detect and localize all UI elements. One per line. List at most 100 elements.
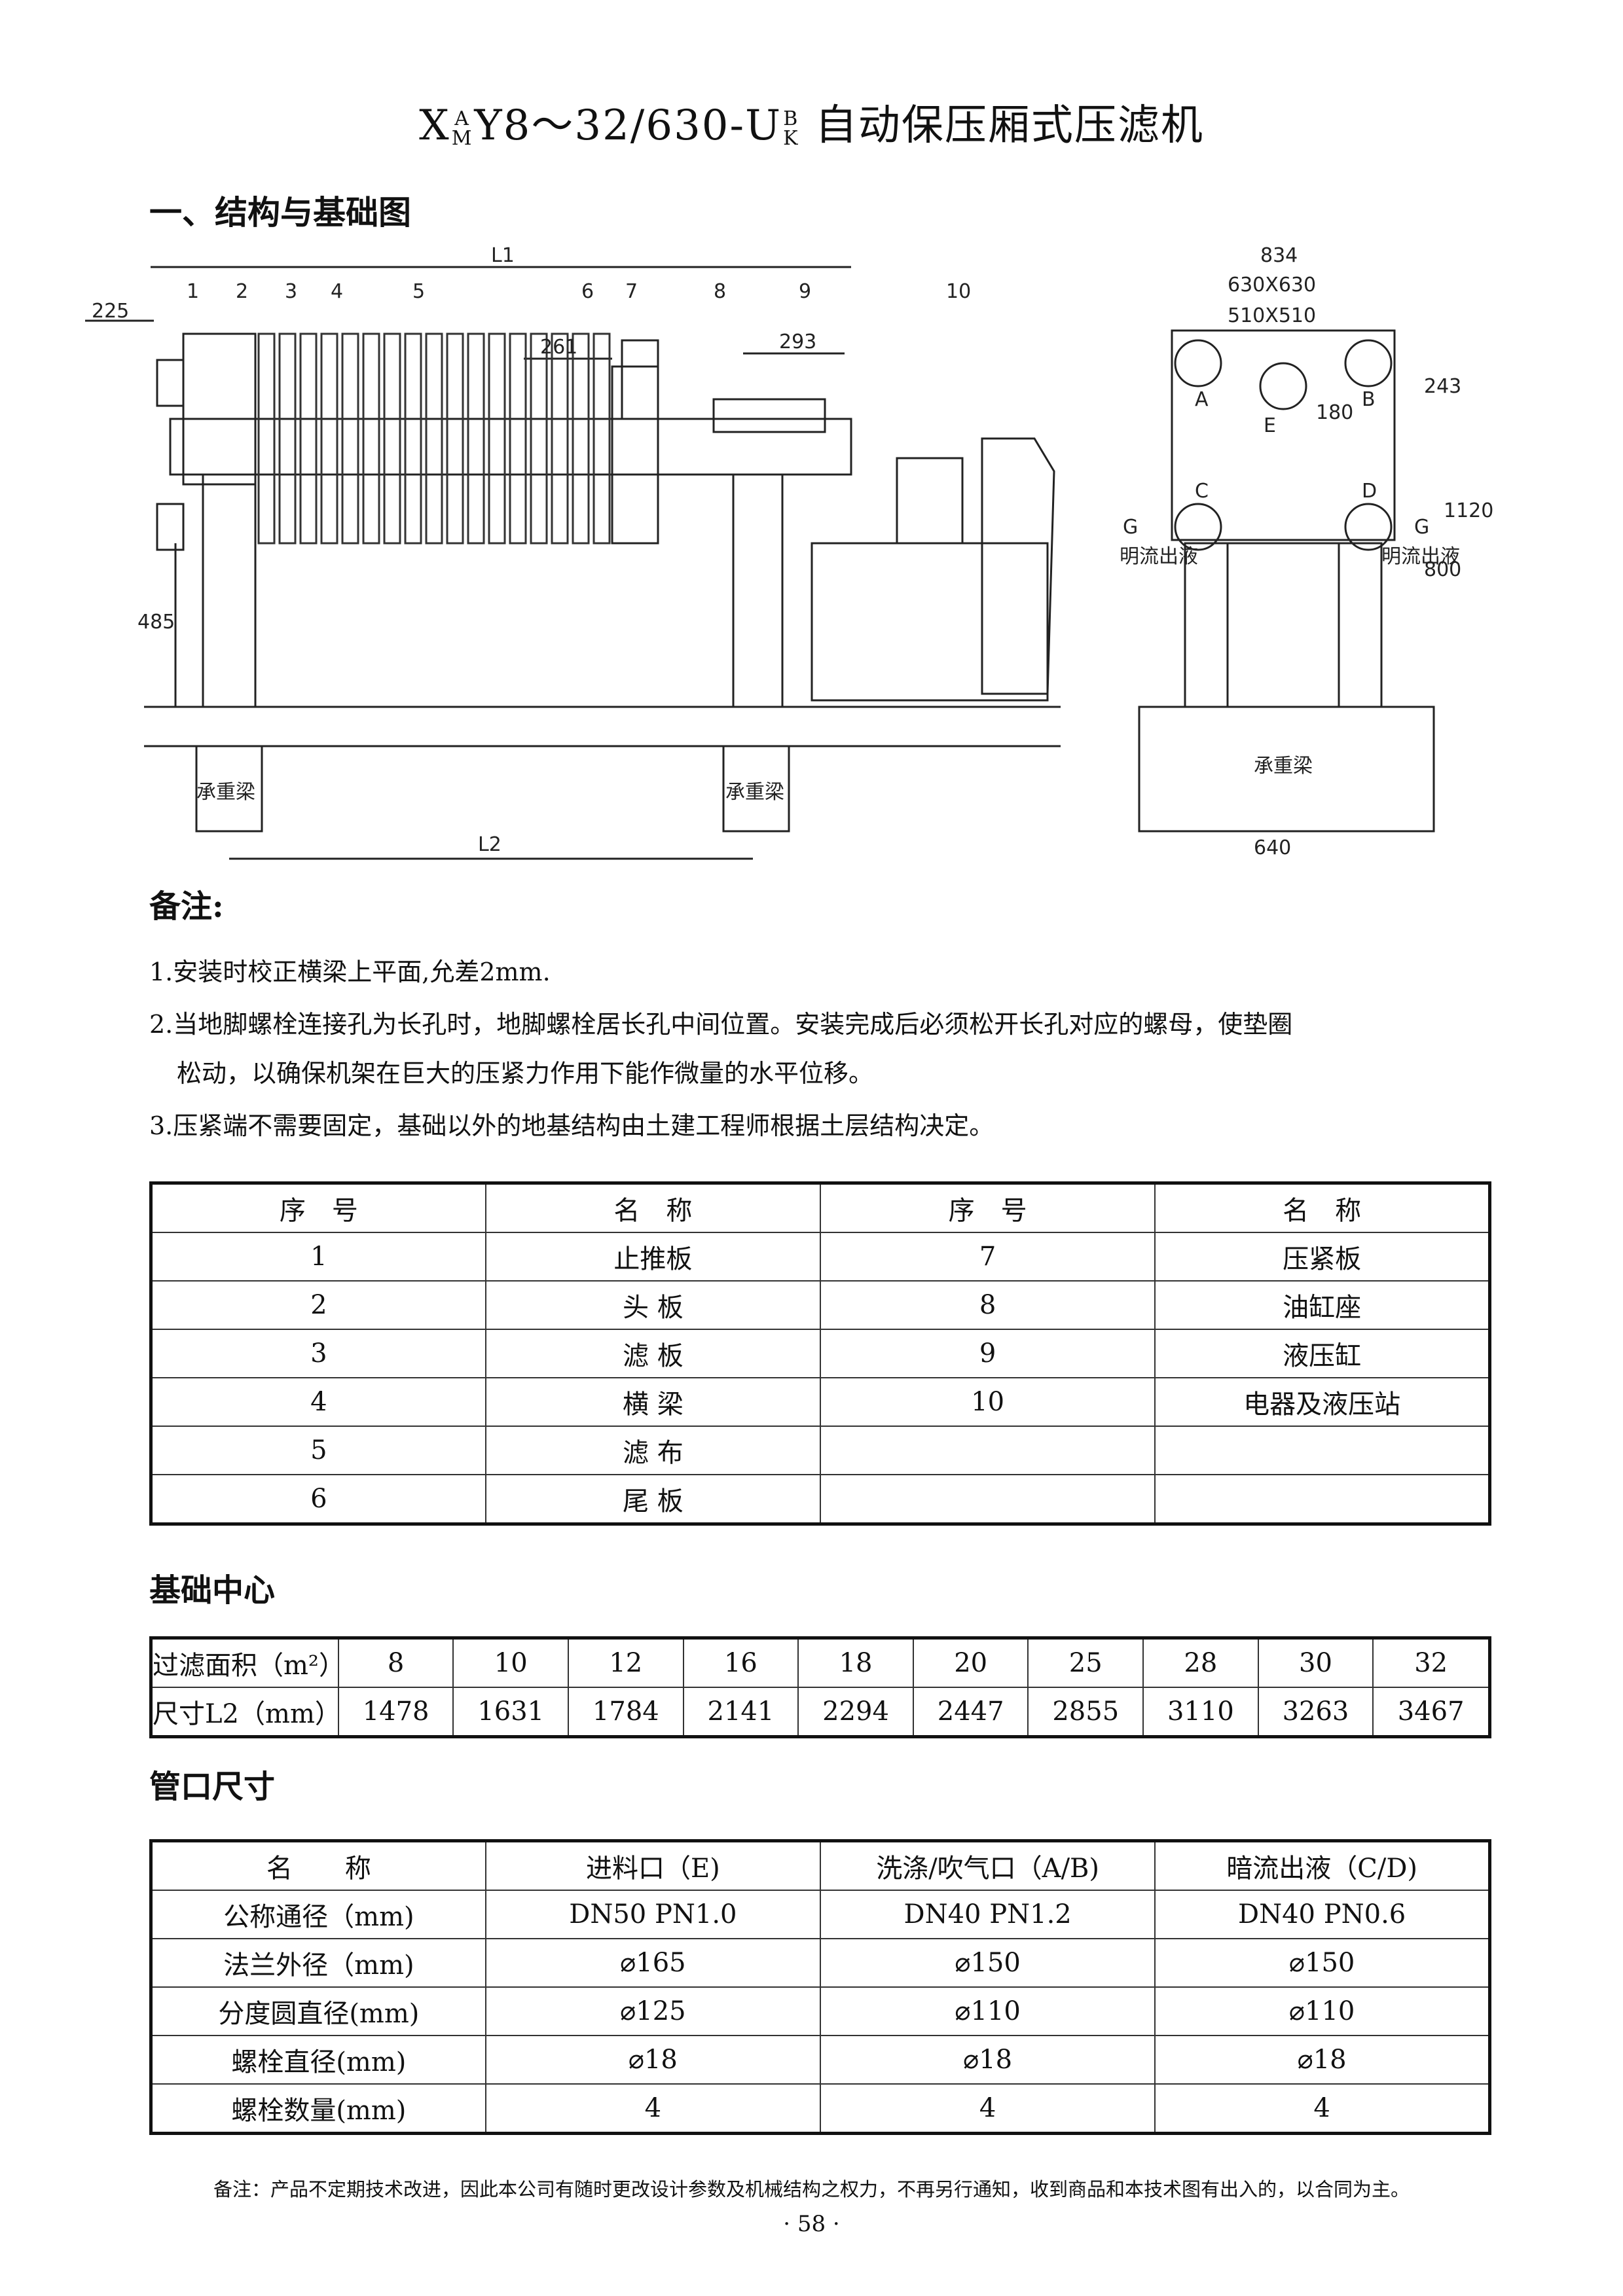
- filter-plate: [530, 332, 548, 545]
- table-cell: 横 梁: [484, 1377, 822, 1427]
- dim-label-243: 243: [1424, 375, 1461, 398]
- table-cell: DN40 PN0.6: [1154, 1890, 1491, 1939]
- drain-label-right: 明流出液: [1381, 545, 1460, 568]
- dim-label-485: 485: [137, 611, 175, 634]
- table-cell: 4: [819, 2083, 1156, 2134]
- title-stack-1-bottom: M: [451, 126, 473, 150]
- header-cell: 洗涤/吹气口（A/B): [819, 1840, 1156, 1891]
- notes-heading: 备注:: [149, 888, 224, 925]
- beam-label-right: 承重梁: [725, 781, 784, 804]
- filter-plate: [341, 332, 359, 545]
- table-cell: 压紧板: [1154, 1232, 1491, 1282]
- title-stack-2-top: B: [783, 107, 799, 130]
- port-label-b: B: [1362, 388, 1376, 411]
- dim-label-225: 225: [92, 300, 129, 323]
- dim-label-l2: L2: [478, 833, 501, 856]
- port-d-flange: [1344, 503, 1393, 551]
- table-row: 过滤面积（m²） 8 10 12 16 18 20 25 28 30 32: [150, 1637, 1491, 1688]
- footnote: 备注：产品不定期技术改进，因此本公司有随时更改设计参数及机械结构之权力，不再另行…: [213, 2178, 1410, 2200]
- filter-plate: [320, 332, 338, 545]
- table-row: 6 尾 板: [150, 1474, 1491, 1525]
- g-label-left: G: [1123, 516, 1138, 539]
- beam-label-left: 承重梁: [196, 781, 255, 804]
- table-cell: 法兰外径（mm): [150, 1938, 486, 1988]
- table-cell: 电器及液压站: [1154, 1377, 1491, 1427]
- table-row: 尺寸L2（mm） 1478 1631 1784 2141 2294 2447 2…: [150, 1687, 1491, 1738]
- table-row: 分度圆直径(mm) ⌀125 ⌀110 ⌀110: [150, 1986, 1491, 2036]
- table-cell: 3: [150, 1329, 486, 1378]
- parts-table: 序 号 名 称 序 号 名 称 1 止推板 7 压紧板 2 头 板 8 油缸座 …: [149, 1181, 1491, 1526]
- l2-cell: 1478: [337, 1687, 454, 1738]
- table-row: 4 横 梁 10 电器及液压站: [150, 1377, 1491, 1427]
- area-cell: 30: [1257, 1637, 1374, 1688]
- l2-cell: 1631: [452, 1687, 570, 1738]
- filter-plate: [572, 332, 590, 545]
- left-column: [202, 473, 257, 708]
- thrust-plate: [182, 332, 257, 486]
- table-cell: ⌀125: [484, 1986, 822, 2036]
- table-cell: ⌀165: [484, 1938, 822, 1988]
- table-cell: [819, 1426, 1156, 1475]
- filter-plate: [362, 332, 380, 545]
- filter-plate: [299, 332, 318, 545]
- header-cell: 进料口（E): [484, 1840, 822, 1891]
- table-cell: 分度圆直径(mm): [150, 1986, 486, 2036]
- header-cell: 名 称: [1154, 1182, 1491, 1233]
- table-cell: ⌀150: [819, 1938, 1156, 1988]
- port-label-d: D: [1362, 480, 1377, 503]
- table-cell: 滤 板: [484, 1329, 822, 1378]
- area-cell: 16: [682, 1637, 799, 1688]
- l2-cell: 3467: [1372, 1687, 1491, 1738]
- filter-plate: [488, 332, 506, 545]
- filter-plate: [467, 332, 485, 545]
- area-cell: 28: [1142, 1637, 1259, 1688]
- callout-3: 3: [285, 280, 297, 303]
- electric-cabinet: [981, 437, 1055, 695]
- table-cell: 9: [819, 1329, 1156, 1378]
- drain-label-left: 明流出液: [1120, 545, 1198, 568]
- callout-2: 2: [236, 280, 248, 303]
- l2-cell: 3263: [1257, 1687, 1374, 1738]
- table-cell: 4: [150, 1377, 486, 1427]
- callout-6: 6: [581, 280, 594, 303]
- dim-label-261: 261: [540, 336, 577, 359]
- table-cell: DN50 PN1.0: [484, 1890, 822, 1939]
- plate-outline: [1171, 329, 1396, 541]
- table-row: 公称通径（mm) DN50 PN1.0 DN40 PN1.2 DN40 PN0.…: [150, 1890, 1491, 1939]
- table-cell: [819, 1474, 1156, 1525]
- filter-plate: [404, 332, 422, 545]
- table-cell: 4: [484, 2083, 822, 2134]
- table-cell: 螺栓数量(mm): [150, 2083, 486, 2134]
- note-line-1: 1.安装时校正横梁上平面,允差2mm.: [149, 958, 551, 986]
- inlet-flange-bottom: [156, 503, 185, 551]
- title-prefix: X: [419, 101, 450, 150]
- l2-cell: 2855: [1027, 1687, 1144, 1738]
- table-cell: 螺栓直径(mm): [150, 2035, 486, 2085]
- note-line-4: 3.压紧端不需要固定，基础以外的地基结构由土建工程师根据土层结构决定。: [149, 1111, 994, 1140]
- filter-plate: [278, 332, 297, 545]
- header-cell: 名 称: [150, 1840, 486, 1891]
- side-view: [85, 266, 1061, 860]
- right-column: [732, 473, 784, 708]
- l2-cell: 2141: [682, 1687, 799, 1738]
- area-cell: 32: [1372, 1637, 1491, 1688]
- table-header-row: 序 号 名 称 序 号 名 称: [150, 1182, 1491, 1233]
- callout-8: 8: [714, 280, 726, 303]
- table-cell: 6: [150, 1474, 486, 1525]
- callout-10: 10: [946, 280, 971, 303]
- port-e-flange: [1259, 362, 1307, 410]
- foundation-table: 过滤面积（m²） 8 10 12 16 18 20 25 28 30 32 尺寸…: [149, 1636, 1491, 1738]
- table-cell: 7: [819, 1232, 1156, 1282]
- l2-cell: 1784: [568, 1687, 684, 1738]
- title-name: 自动保压厢式压滤机: [814, 101, 1204, 150]
- dim-label-834: 834: [1260, 244, 1298, 267]
- right-foundation: [722, 745, 790, 833]
- page-number: · 58 ·: [783, 2211, 840, 2237]
- table-cell: 10: [819, 1377, 1156, 1427]
- table-row: 螺栓数量(mm) 4 4 4: [150, 2083, 1491, 2134]
- hydraulic-station: [811, 542, 1049, 702]
- table-row: 法兰外径（mm) ⌀165 ⌀150 ⌀150: [150, 1938, 1491, 1988]
- area-cell: 25: [1027, 1637, 1144, 1688]
